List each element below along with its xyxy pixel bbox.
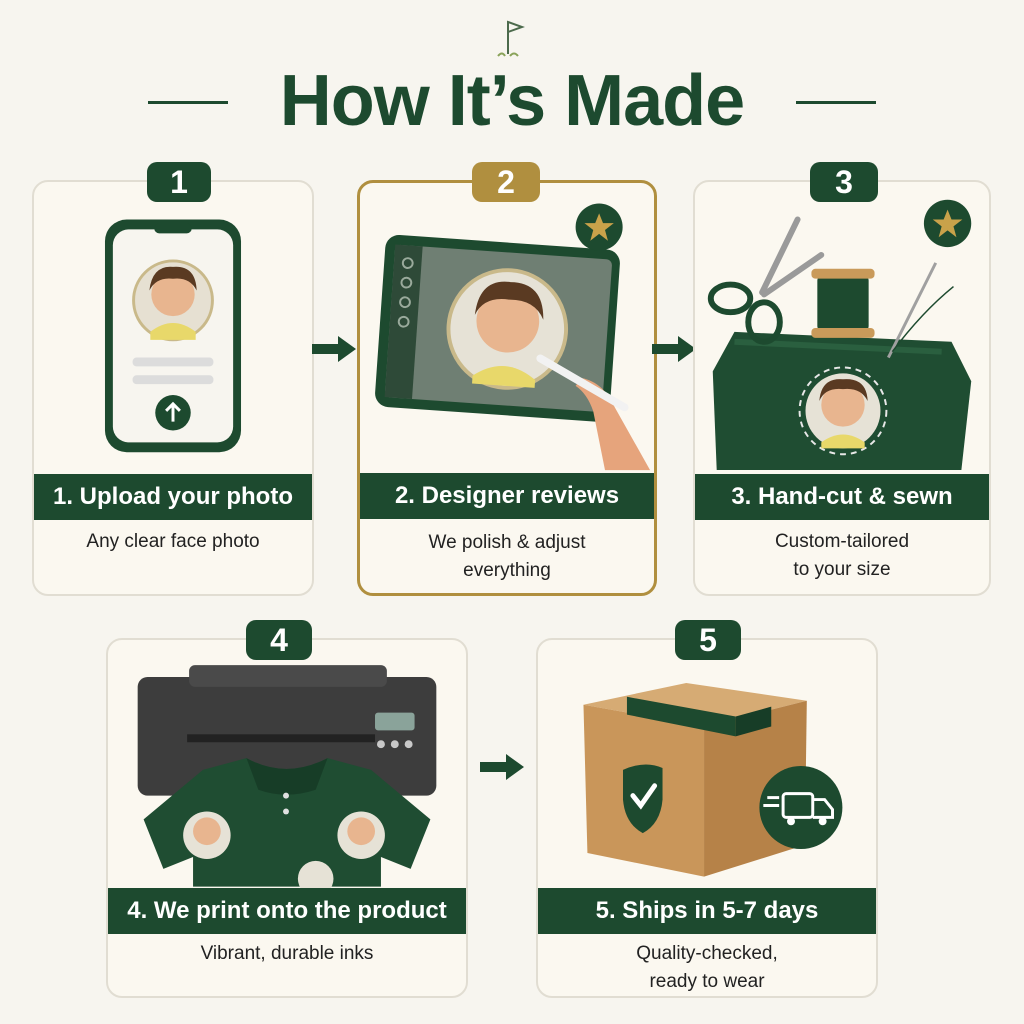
step-3-desc-line-2: to your size <box>793 559 891 580</box>
step-2-desc-line-2: everything <box>463 560 551 581</box>
step-1-card: 1. Upload your photo Any clear face phot… <box>32 180 314 596</box>
shipping-box-icon <box>583 682 843 877</box>
step-5-desc-line-1: Quality-checked, <box>636 943 778 964</box>
step-5-desc-line-2: ready to wear <box>649 971 765 992</box>
step-3-description: Custom-tailored to your size <box>695 528 989 584</box>
step-1-title: 1. Upload your photo <box>34 474 312 520</box>
step-1-desc-line: Any clear face photo <box>86 531 260 552</box>
step-3-badge: 3 <box>810 162 878 202</box>
printer-shirt-icon <box>137 665 437 888</box>
step-4-title: 4. We print onto the product <box>108 888 466 934</box>
scissors-thread-icon <box>707 199 972 471</box>
title-rule-left <box>148 101 228 104</box>
step-1-description: Any clear face photo <box>34 528 312 556</box>
step-4-badge: 4 <box>246 620 312 660</box>
step-4-description: Vibrant, durable inks <box>108 940 466 968</box>
arrow-right-icon <box>652 336 696 362</box>
step-2-description: We polish & adjust everything <box>360 529 654 585</box>
step-4-card: 4. We print onto the product Vibrant, du… <box>106 638 468 998</box>
phone-upload-icon <box>104 219 242 453</box>
step-5-badge: 5 <box>675 620 741 660</box>
step-4-desc-line: Vibrant, durable inks <box>200 943 374 964</box>
title-rule-right <box>796 101 876 104</box>
step-5-description: Quality-checked, ready to wear <box>538 940 876 996</box>
step-3-card: 3. Hand-cut & sewn Custom-tailored to yo… <box>693 180 991 596</box>
step-5-title: 5. Ships in 5-7 days <box>538 888 876 934</box>
step-3-desc-line-1: Custom-tailored <box>774 531 910 552</box>
step-5-card: 5. Ships in 5-7 days Quality-checked, re… <box>536 638 878 998</box>
step-2-title: 2. Designer reviews <box>360 473 654 519</box>
golf-flag-icon <box>497 20 525 57</box>
step-3-title: 3. Hand-cut & sewn <box>695 474 989 520</box>
arrow-right-icon <box>480 754 524 780</box>
tablet-stylus-icon <box>375 203 651 471</box>
step-2-badge: 2 <box>472 162 540 202</box>
page-title: How It’s Made <box>279 61 745 141</box>
step-1-badge: 1 <box>147 162 211 202</box>
arrow-right-icon <box>312 336 356 362</box>
step-2-card: 2. Designer reviews We polish & adjust e… <box>357 180 657 596</box>
step-2-desc-line-1: We polish & adjust <box>428 532 586 553</box>
